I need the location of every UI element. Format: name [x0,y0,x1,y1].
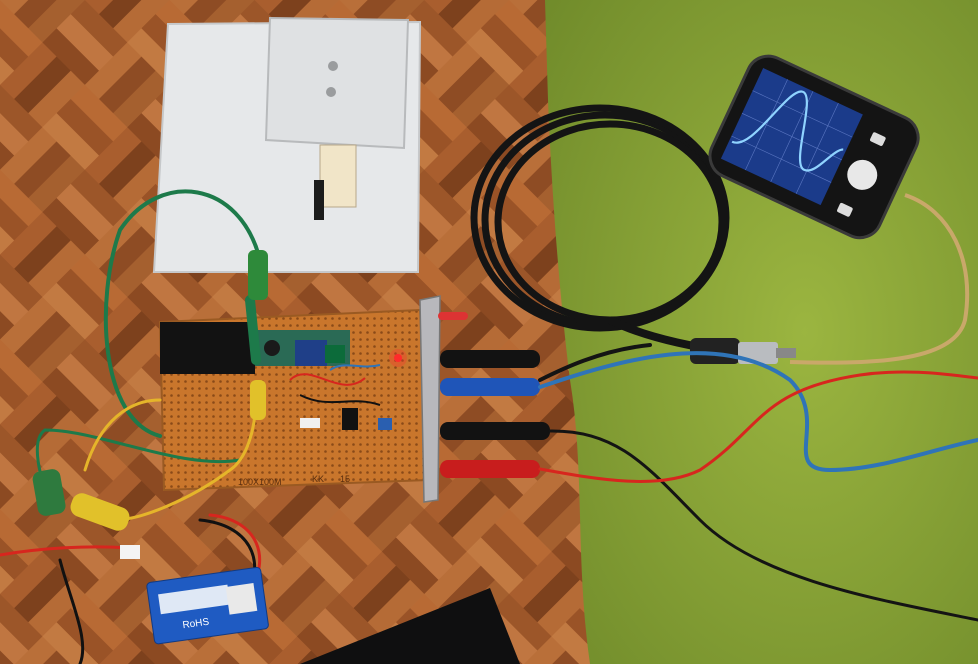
banana-plugs [438,312,550,478]
black-case [300,588,520,664]
board-mark: KK [312,474,324,484]
wire-green [103,189,262,438]
board-mark-2: 15 [340,474,350,484]
wire-black-2 [548,429,978,622]
scope-dpad [847,159,878,190]
panel-bracket [419,295,441,503]
wire-blue [538,351,978,473]
ic-chip [342,408,358,430]
perfboard: 100X100M KK 15 [158,308,430,492]
alligator-clips [32,250,268,531]
battery-label: RoHS [182,617,210,632]
pocket-oscilloscope [708,54,920,240]
aluminum-plate [152,16,422,273]
connector [120,545,140,559]
battery-holder [160,322,255,374]
wire-red [538,370,978,483]
led-red [394,354,402,362]
wire-yellow [83,388,257,522]
scope-trace [731,90,844,172]
wire-green-2 [35,428,242,502]
wire-black [538,343,652,382]
gold-cable [789,193,970,365]
lipo-battery: RoHS [146,566,269,645]
board-silkscreen: 100X100M [238,477,282,487]
